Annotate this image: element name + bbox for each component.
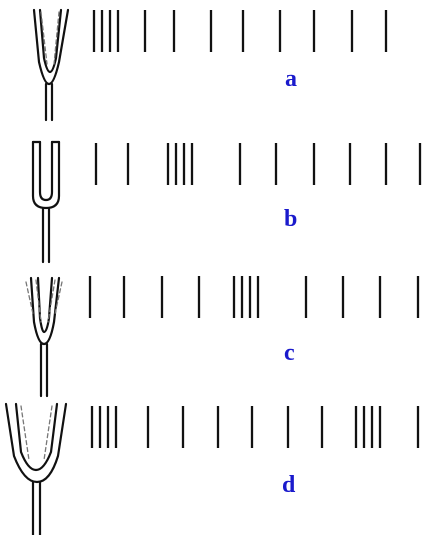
- panel-b: b: [33, 142, 420, 262]
- compression-lines: [94, 10, 386, 52]
- panel-c: c: [26, 276, 418, 396]
- tuning-fork-icon: [6, 404, 66, 535]
- tuning-fork-icon: [33, 142, 59, 262]
- compression-lines: [92, 406, 418, 448]
- compression-lines: [96, 143, 420, 185]
- tuning-fork-icon: [26, 278, 62, 396]
- panel-a: a: [34, 10, 386, 120]
- tuning-fork-icon: [34, 10, 68, 120]
- panel-d: d: [6, 404, 418, 535]
- panel-label-c: c: [284, 340, 295, 366]
- compression-lines: [90, 276, 418, 318]
- panel-label-b: b: [284, 206, 297, 232]
- panel-label-a: a: [285, 66, 297, 92]
- panel-label-d: d: [282, 472, 296, 498]
